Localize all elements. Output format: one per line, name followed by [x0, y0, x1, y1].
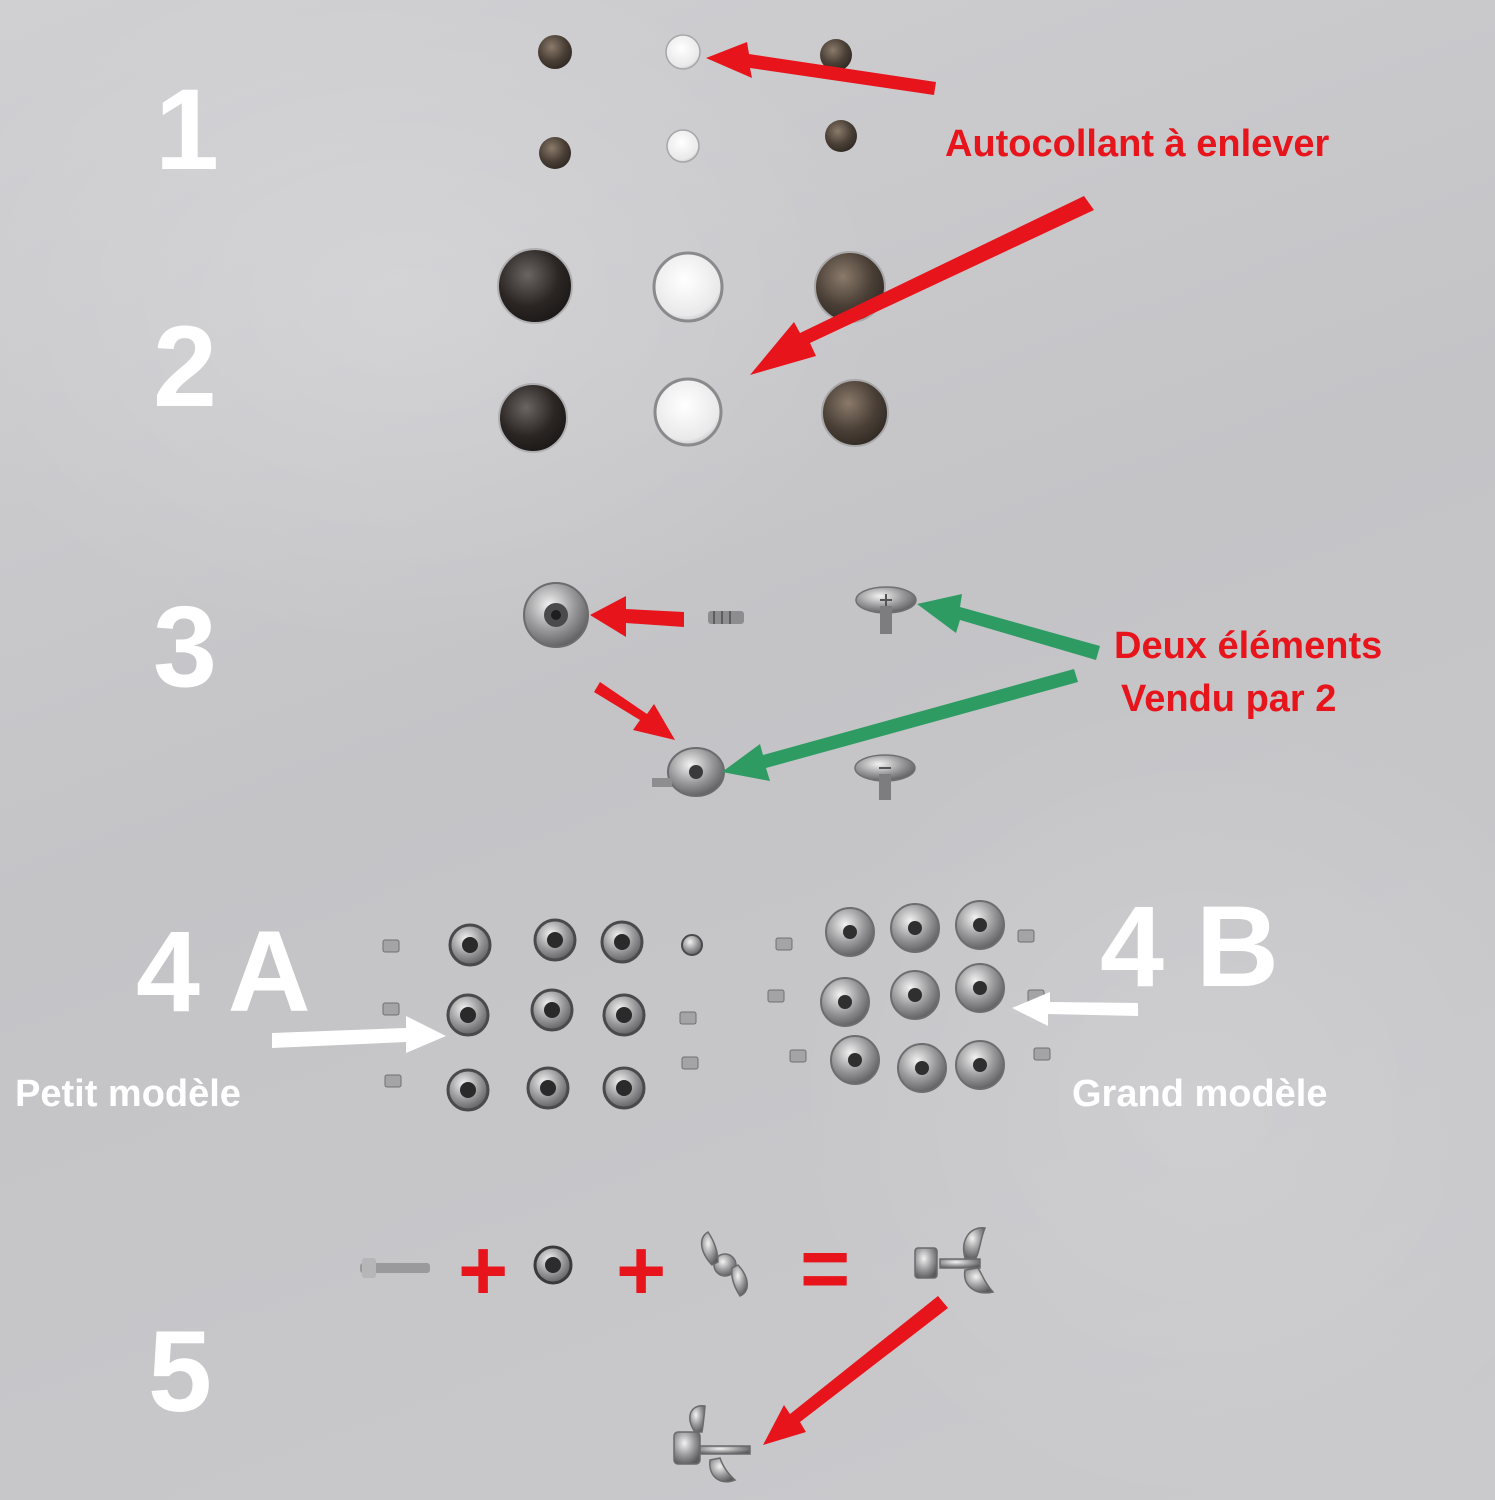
white-arrows: [272, 992, 1138, 1053]
arrow-to-small-model: [272, 1016, 446, 1053]
step-2-label: 2: [153, 303, 217, 431]
step-5-label: 5: [148, 1308, 212, 1436]
arrow-to-large-sticker: [750, 196, 1094, 375]
magnet-small-bronze: [825, 120, 857, 152]
magnet-small-bronze: [820, 39, 852, 71]
bolt: [360, 1258, 430, 1278]
step-1-label: 1: [155, 66, 219, 194]
threaded-screw: [708, 611, 744, 624]
arrow-to-final-assembly: [763, 1296, 948, 1445]
two-elements-note-line2: Vendu par 2: [1121, 678, 1337, 720]
magnet-large-dark: [498, 383, 568, 453]
magnet-large-sticker: [653, 377, 723, 447]
magnet-large-bronze: [821, 379, 889, 447]
plus-sign-1: +: [458, 1223, 509, 1319]
magnet-small-dark: [539, 137, 571, 169]
red-arrows: [590, 42, 1094, 1445]
plus-sign-2: +: [616, 1223, 667, 1319]
magnet-small-sticker: [666, 129, 700, 163]
step-4a-label: 4 A: [136, 908, 311, 1036]
pot-magnet-large-centers: [838, 918, 987, 1075]
magnet-large-dark: [497, 248, 573, 324]
pot-magnet-assembled: [652, 747, 725, 797]
pot-magnet-centers: [460, 932, 632, 1098]
small-model-label: Petit modèle: [15, 1073, 241, 1115]
large-model-label: Grand modèle: [1072, 1073, 1328, 1115]
arrow-to-flat-screw: [917, 594, 1100, 660]
flat-head-screw: [854, 754, 916, 800]
flat-head-screw: [855, 586, 917, 634]
wing-nut: [700, 1230, 748, 1297]
magnet-large-sticker: [652, 251, 724, 323]
small-screws: [382, 929, 1051, 1088]
two-elements-note-line1: Deux éléments: [1114, 625, 1383, 667]
step-4b-label: 4 B: [1100, 883, 1279, 1011]
pot-magnet-large-grid: [820, 900, 1005, 1093]
arrow-to-small-sticker: [706, 42, 936, 95]
ring-magnet: [533, 1245, 573, 1285]
assembled-wingnut-magnet: [914, 1227, 995, 1294]
pot-magnet: [523, 582, 589, 648]
arrow-to-large-model: [1012, 992, 1138, 1026]
arrow-to-pot-magnet: [590, 596, 684, 637]
green-arrows: [722, 594, 1100, 781]
equals-sign: =: [800, 1221, 851, 1317]
step-3-label: 3: [153, 583, 217, 711]
assembled-wingnut-magnet-final: [673, 1405, 751, 1483]
sticker-note: Autocollant à enlever: [945, 123, 1330, 165]
arrow-to-assembled-pot: [594, 682, 675, 740]
magnet-small-sticker: [665, 34, 701, 70]
magnet-small-dark: [538, 35, 572, 69]
arrow-to-assembled-screw: [722, 669, 1078, 781]
tiny-pot-magnet: [681, 934, 703, 956]
